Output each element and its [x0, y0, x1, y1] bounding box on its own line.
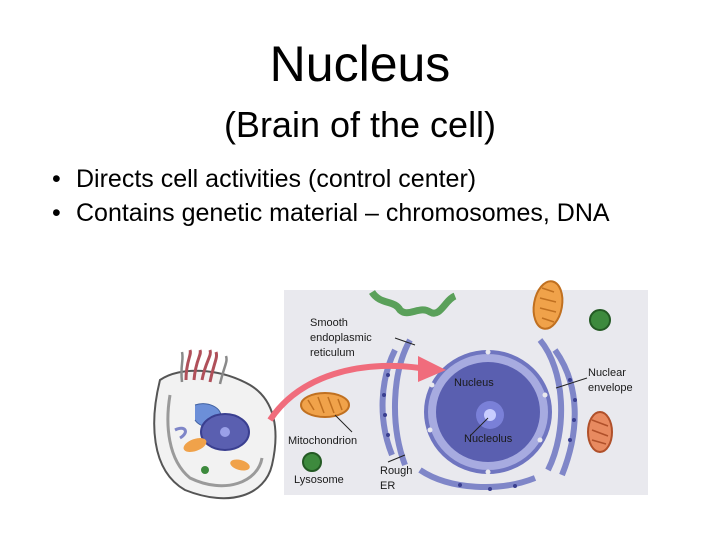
- bullet-text: Contains genetic material – chromosomes,…: [76, 199, 610, 227]
- bullet-item: • Directs cell activities (control cente…: [52, 164, 672, 194]
- label-nucleolus: Nucleolus: [464, 433, 513, 445]
- zoomed-nucleus-illustration: [300, 280, 613, 491]
- zoom-panel: [284, 290, 648, 495]
- zoom-arrow: [267, 363, 421, 422]
- bullet-marker: •: [52, 165, 61, 193]
- label-smooth-er-2: endoplasmic: [310, 332, 372, 344]
- bullet-item: • Contains genetic material – chromosome…: [52, 198, 672, 228]
- bullet-text: Directs cell activities (control center): [76, 165, 477, 193]
- label-lysosome: Lysosome: [294, 474, 344, 486]
- slide-subtitle: (Brain of the cell): [223, 104, 497, 145]
- bullet-list: • Directs cell activities (control cente…: [52, 164, 672, 232]
- slide-title: Nucleus: [269, 36, 451, 92]
- zoom-arrow-head: [418, 356, 446, 382]
- label-rough-er-1: Rough: [380, 465, 412, 477]
- label-smooth-er-3: reticulum: [310, 347, 355, 359]
- label-smooth-er-1: Smooth: [310, 317, 348, 329]
- label-mitochondrion: Mitochondrion: [288, 435, 357, 447]
- label-nucleus: Nucleus: [454, 377, 494, 389]
- animal-cell-illustration: [153, 349, 277, 500]
- label-nuclear-envelope-1: Nuclear: [588, 367, 626, 379]
- label-rough-er-2: ER: [380, 480, 395, 492]
- bullet-marker: •: [52, 199, 61, 227]
- label-nuclear-envelope-2: envelope: [588, 382, 633, 394]
